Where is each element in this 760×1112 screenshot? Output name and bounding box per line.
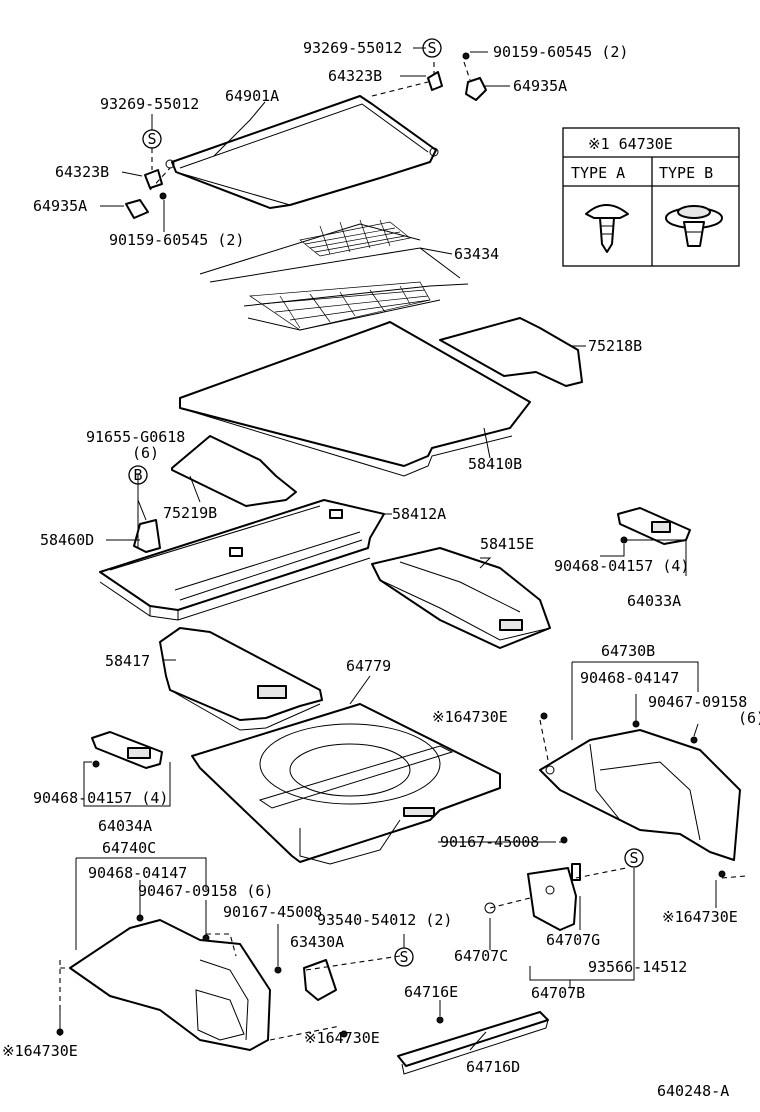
label-63430A: 63430A [290, 933, 344, 951]
mat-75219B [171, 435, 297, 507]
label-93269-left: 93269-55012 [100, 95, 199, 113]
sill-plate-64716D [397, 1011, 549, 1075]
side-trim-64740C [56, 914, 348, 1051]
label-64323B-left: 64323B [55, 163, 109, 181]
label-64716D: 64716D [466, 1058, 520, 1076]
bracket-63430A [303, 959, 337, 1001]
label-64707C: 64707C [454, 947, 508, 965]
s-symbol-bottom-right: S [624, 848, 644, 868]
label-90167-left: 90167-45008 [223, 903, 322, 921]
label-64323B-top: 64323B [328, 67, 382, 85]
clip-64323B-left [125, 169, 167, 219]
bracket-64034A [91, 731, 163, 769]
label-164730E-right: ※164730E [662, 908, 738, 926]
label-93566: 93566-14512 [588, 958, 687, 976]
svg-text:S: S [147, 130, 156, 148]
label-90159-top: 90159-60545 (2) [493, 43, 628, 61]
label-164730E-bottom-left: ※164730E [2, 1042, 78, 1060]
b-symbol: B [128, 465, 148, 485]
legend-type-b: TYPE B [659, 164, 713, 182]
label-64730B: 64730B [601, 642, 655, 660]
label-90468-04147-left: 90468-04147 [88, 864, 187, 882]
side-trim-64730B [539, 712, 741, 878]
label-75218B: 75218B [588, 337, 642, 355]
leader-lines [59, 47, 747, 1051]
label-93269-top: 93269-55012 [303, 39, 402, 57]
label-64901A: 64901A [225, 87, 279, 105]
deck-board-58412A [99, 499, 385, 621]
label-64034A: 64034A [98, 817, 152, 835]
label-75219B: 75219B [163, 504, 217, 522]
label-58415E: 58415E [480, 535, 534, 553]
svg-text:S: S [629, 849, 638, 867]
side-tray-58415E [371, 547, 551, 649]
label-91655-qty: (6) [132, 444, 159, 462]
label-91655: 91655-G0618 [86, 428, 185, 446]
label-64740C: 64740C [102, 839, 156, 857]
label-90159-left: 90159-60545 (2) [109, 231, 244, 249]
label-93540: 93540-54012 (2) [317, 911, 452, 929]
label-90467-left: 90467-09158 (6) [138, 882, 273, 900]
lid-64707B [484, 863, 581, 931]
label-90468-04147-right: 90468-04147 [580, 669, 679, 687]
label-64935A-left: 64935A [33, 197, 87, 215]
label-58417: 58417 [105, 652, 150, 670]
spare-tire-tray-64779 [191, 703, 501, 865]
clip-type-b-icon [665, 205, 723, 247]
clip-64323B-top [427, 52, 487, 101]
label-58410B: 58410B [468, 455, 522, 473]
svg-text:S: S [427, 39, 436, 57]
bracket-64033A [617, 507, 691, 545]
svg-text:S: S [399, 948, 408, 966]
label-90167-right: 90167-45008 [440, 833, 539, 851]
label-64935A-top: 64935A [513, 77, 567, 95]
label-164730E-mid: ※164730E [432, 708, 508, 726]
mat-75218B [439, 317, 583, 387]
s-symbol-left: S [142, 129, 162, 149]
svg-text:B: B [133, 466, 142, 484]
tonneau-cover-64901A [165, 95, 439, 209]
diagram-id: 640248-A [657, 1082, 729, 1100]
label-64707G: 64707G [546, 931, 600, 949]
label-58460D: 58460D [40, 531, 94, 549]
legend-type-a: TYPE A [571, 164, 625, 182]
label-90468-right: 90468-04157 (4) [554, 557, 689, 575]
tray-58417 [159, 627, 323, 731]
label-90467-right: 90467-09158 [648, 693, 747, 711]
legend-header: ※1 64730E [588, 135, 673, 153]
clip-type-a-icon [585, 204, 629, 253]
clip-type-legend-table: ※1 64730E TYPE A TYPE B [562, 127, 740, 267]
s-symbol-bottom-mid: S [394, 947, 414, 967]
cargo-net-63434 [199, 219, 469, 331]
label-90467-right-qty: (6) [738, 709, 760, 727]
label-64716E: 64716E [404, 983, 458, 1001]
floor-board-58410B [179, 321, 531, 477]
label-58412A: 58412A [392, 505, 446, 523]
label-64779: 64779 [346, 657, 391, 675]
label-164730E-bottom: ※164730E [304, 1029, 380, 1047]
s-symbol-top: S [422, 38, 442, 58]
label-90468-left: 90468-04157 (4) [33, 789, 168, 807]
label-64033A: 64033A [627, 592, 681, 610]
bracket-58460D [133, 519, 161, 553]
label-64707B: 64707B [531, 984, 585, 1002]
label-63434: 63434 [454, 245, 499, 263]
